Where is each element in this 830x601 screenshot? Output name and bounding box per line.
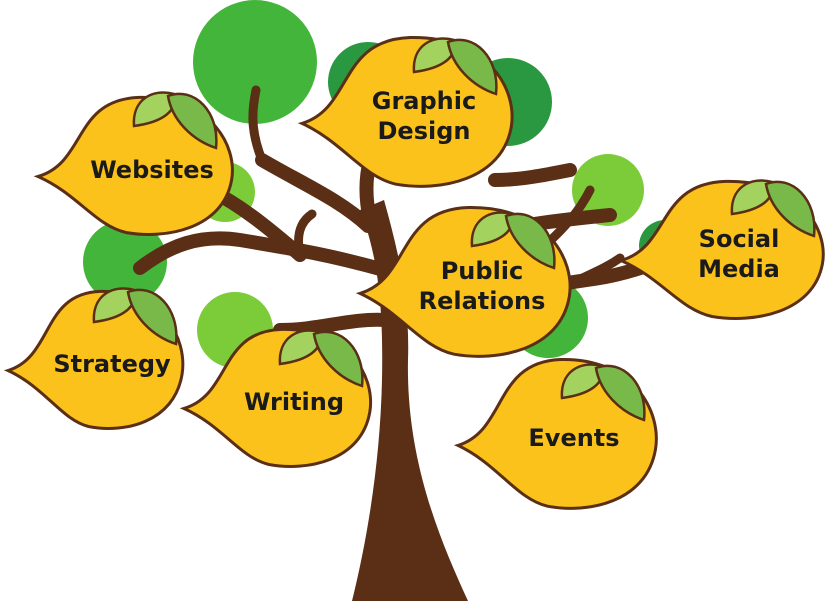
leaf-right — [126, 288, 178, 346]
fruit-body — [3, 289, 185, 430]
fruit-label-line: Websites — [90, 156, 214, 184]
twig — [294, 209, 317, 260]
fruit-writing: Writing — [179, 327, 373, 468]
fruit-body — [33, 95, 234, 236]
leaf-icon — [412, 37, 498, 96]
fruit-label: Strategy — [53, 350, 171, 378]
leaf-right — [764, 180, 816, 238]
fruit-label-line: Graphic — [372, 87, 476, 115]
leaf-icon — [278, 329, 364, 388]
fruit-label-line: Design — [378, 117, 471, 145]
fruit-label-line: Events — [528, 424, 619, 452]
fruit-body — [297, 36, 514, 188]
branch — [255, 153, 375, 233]
fruit-label-line: Relations — [419, 287, 546, 315]
leaf-right — [504, 212, 556, 270]
leaf-icon — [92, 287, 178, 346]
fruit-label: Websites — [90, 156, 214, 184]
fruit-body — [453, 358, 658, 510]
leaf-right — [594, 364, 646, 422]
fruit-label-line: Writing — [244, 388, 344, 416]
leaf-right — [312, 330, 364, 388]
leaf-right — [446, 38, 498, 96]
fruit-label: Events — [528, 424, 619, 452]
fruit-label-line: Public — [441, 257, 524, 285]
fruit-label: Writing — [244, 388, 344, 416]
fruit-websites: Websites — [33, 91, 234, 236]
leaf-icon — [132, 91, 218, 150]
fruit-label-line: Strategy — [53, 350, 171, 378]
fruit-events: Events — [453, 358, 658, 510]
leaf-icon — [470, 211, 556, 270]
branch — [488, 163, 577, 187]
fruit-body — [355, 206, 572, 358]
leaf-right — [166, 92, 218, 150]
foliage-circle — [572, 154, 644, 226]
fruit-body — [179, 327, 373, 468]
fruit-strategy: Strategy — [3, 287, 185, 430]
leaf-icon — [730, 179, 816, 238]
foliage-circle — [193, 0, 317, 124]
branch — [133, 231, 391, 277]
fruit-label-line: Social — [699, 225, 780, 253]
twig — [248, 85, 267, 165]
foliage-circle — [83, 220, 167, 304]
leaf-icon — [560, 363, 646, 422]
fruit-body — [616, 179, 825, 320]
fruit-label-line: Media — [698, 255, 780, 283]
